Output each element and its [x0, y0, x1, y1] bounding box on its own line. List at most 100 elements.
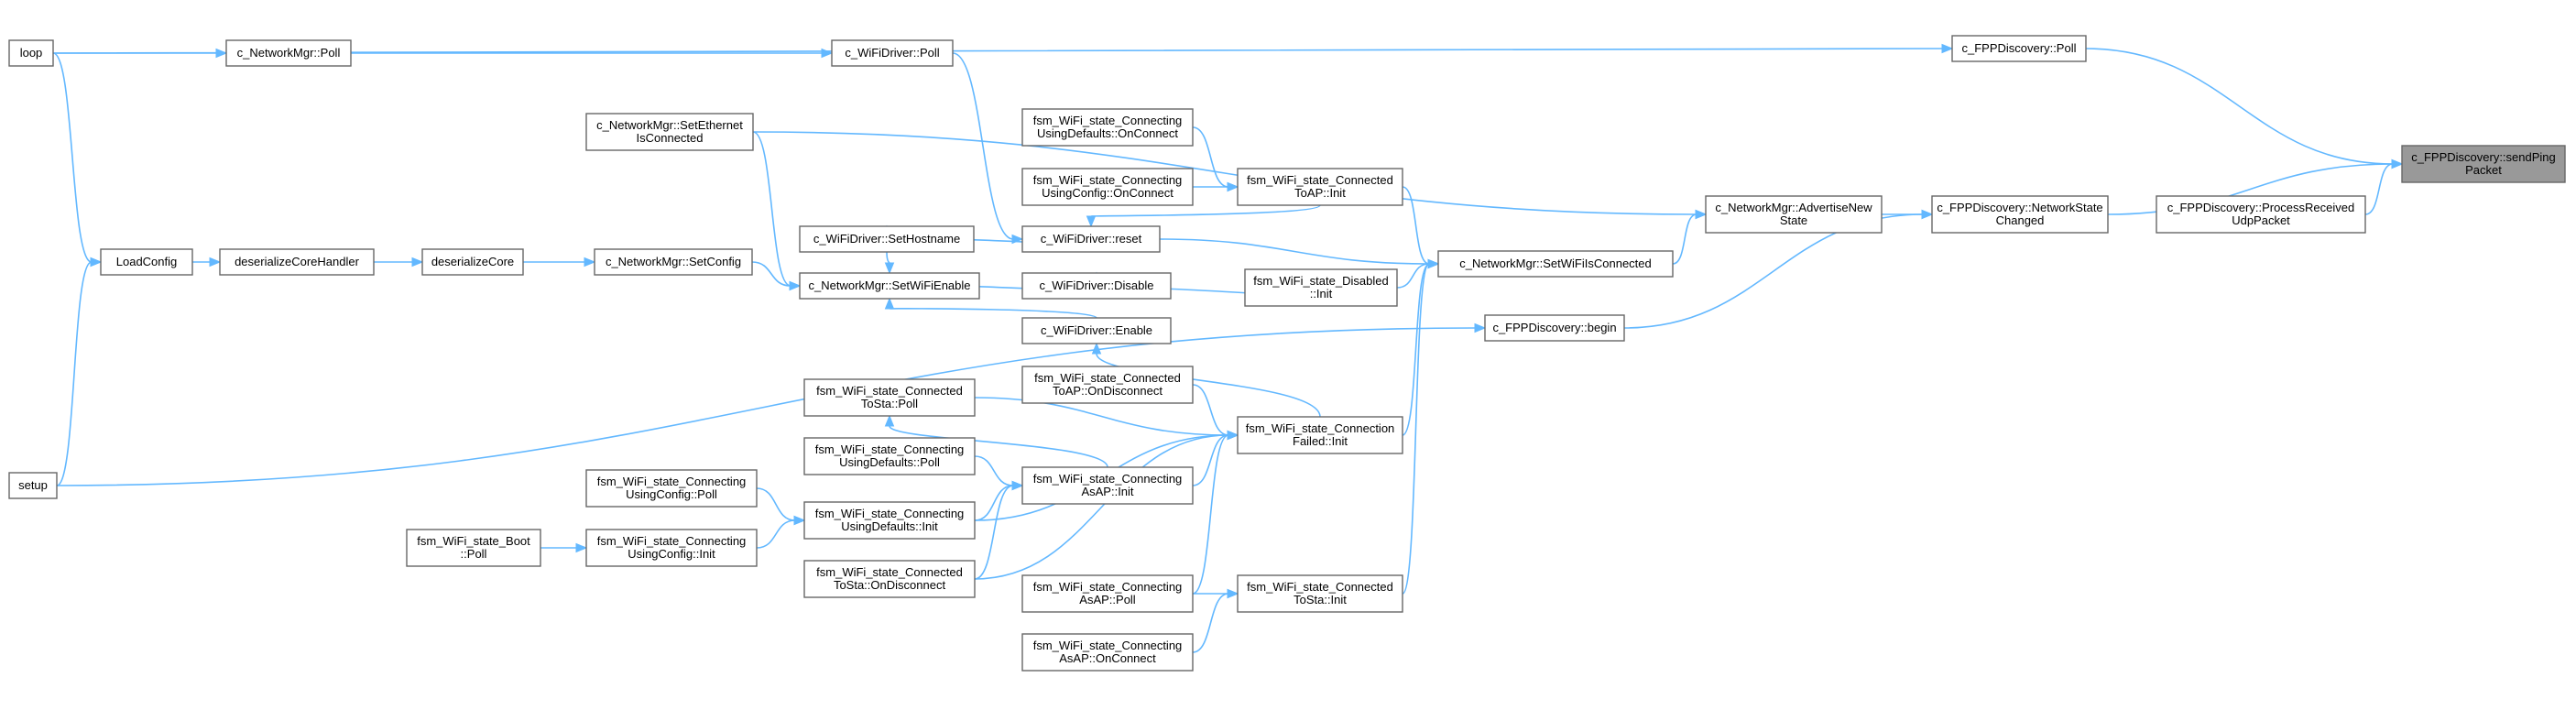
node-box [799, 225, 975, 253]
edge-line [2085, 48, 2394, 165]
node-wifiDisable[interactable]: c_WiFiDriver::Disable [1021, 272, 1172, 300]
node-box [1021, 225, 1161, 253]
edge-line [974, 455, 1014, 486]
edge-line [52, 52, 93, 263]
node-loadConfig[interactable]: LoadConfig [100, 248, 193, 276]
node-fppBegin[interactable]: c_FPPDiscovery::begin [1484, 314, 1625, 342]
node-box [1021, 272, 1172, 300]
node-box [406, 529, 541, 567]
node-connectedToAPOnDisconnect[interactable]: fsm_WiFi_state_ConnectedToAP::OnDisconne… [1021, 366, 1194, 404]
node-label: Changed [1996, 213, 2045, 227]
node-box [1021, 168, 1194, 206]
node-label: UsingConfig::Poll [626, 487, 717, 501]
node-label: fsm_WiFi_state_Connected [1247, 580, 1393, 594]
node-box [225, 39, 352, 67]
node-usingConfigOnConnect[interactable]: fsm_WiFi_state_ConnectingUsingConfig::On… [1021, 168, 1194, 206]
edge-connectedToStaOnDisconnect-to-connectionFailedInit [974, 430, 1239, 580]
arrowhead-icon [821, 48, 834, 59]
node-usingConfigPoll[interactable]: fsm_WiFi_state_ConnectingUsingConfig::Po… [585, 469, 758, 508]
node-label: c_FPPDiscovery::ProcessReceived [2167, 201, 2354, 214]
edge-connectionFailedInit-to-setWiFiIsConnected [1402, 258, 1440, 436]
arrowhead-icon [1227, 430, 1239, 441]
edge-connectionFailedInit-to-wifiEnable [1091, 342, 1321, 418]
node-box [1021, 574, 1194, 613]
node-usingDefaultsInit[interactable]: fsm_WiFi_state_ConnectingUsingDefaults::… [803, 501, 976, 540]
node-wifiReset[interactable]: c_WiFiDriver::reset [1021, 225, 1161, 253]
node-label: ToSta::OnDisconnect [834, 578, 946, 592]
node-label: Failed::Init [1293, 434, 1348, 448]
node-connectedToStaOnDisconnect[interactable]: fsm_WiFi_state_ConnectedToSta::OnDisconn… [803, 560, 976, 598]
node-label: IsConnected [637, 131, 704, 145]
edge-bootPoll-to-usingConfigInit [540, 542, 588, 553]
node-box [585, 113, 754, 151]
arrowhead-icon [884, 297, 895, 310]
node-label: fsm_WiFi_state_Boot [417, 534, 530, 548]
edge-usingConfigInit-to-usingDefaultsInit [756, 515, 806, 549]
edge-line [1192, 434, 1229, 486]
node-usingDefaultsOnConnect[interactable]: fsm_WiFi_state_ConnectingUsingDefaults::… [1021, 108, 1194, 147]
node-label: ToSta::Init [1293, 593, 1347, 606]
node-label: UsingDefaults::Poll [839, 455, 940, 469]
node-label: UdpPacket [2232, 213, 2290, 227]
node-label: deserializeCore [431, 255, 514, 268]
node-label: ToAP::Init [1294, 186, 1346, 200]
node-box [1437, 250, 1674, 278]
node-label: ToAP::OnDisconnect [1053, 384, 1162, 398]
node-setup[interactable]: setup [8, 472, 58, 499]
node-setWiFiIsConnected[interactable]: c_NetworkMgr::SetWiFiIsConnected [1437, 250, 1674, 278]
node-label: fsm_WiFi_state_Connecting [1033, 580, 1183, 594]
node-box [803, 437, 976, 475]
node-loop[interactable]: loop [8, 39, 54, 67]
node-box [1705, 195, 1883, 234]
node-label: fsm_WiFi_state_Disabled [1253, 274, 1388, 288]
node-label: c_WiFiDriver::Poll [845, 46, 939, 60]
node-deserializeCoreHandler[interactable]: deserializeCoreHandler [219, 248, 375, 276]
edge-wifiReset-to-setWiFiIsConnected [1159, 238, 1440, 269]
edge-line [1672, 213, 1697, 265]
edge-line [751, 261, 791, 287]
node-deserializeCore[interactable]: deserializeCore [421, 248, 524, 276]
node-usingDefaultsPoll[interactable]: fsm_WiFi_state_ConnectingUsingDefaults::… [803, 437, 976, 475]
node-setWiFiEnable[interactable]: c_NetworkMgr::SetWiFiEnable [799, 272, 980, 300]
node-box [100, 248, 193, 276]
node-usingConfigInit[interactable]: fsm_WiFi_state_ConnectingUsingConfig::In… [585, 529, 758, 567]
arrowhead-icon [575, 542, 588, 553]
edge-line [889, 308, 1097, 319]
node-label: Packet [2465, 163, 2502, 177]
node-label: fsm_WiFi_state_Connected [1247, 173, 1393, 187]
arrowhead-icon [793, 515, 806, 526]
node-label: loop [20, 46, 43, 60]
edge-line [752, 131, 1697, 215]
edge-setup-to-loadConfig [56, 257, 103, 486]
node-netPoll[interactable]: c_NetworkMgr::Poll [225, 39, 352, 67]
node-box [1021, 366, 1194, 404]
node-netSetConfig[interactable]: c_NetworkMgr::SetConfig [594, 248, 753, 276]
node-box [1021, 108, 1194, 147]
arrowhead-icon [2391, 158, 2404, 169]
node-disabledInit[interactable]: fsm_WiFi_state_Disabled::Init [1244, 268, 1398, 307]
edge-line [1159, 238, 1430, 265]
node-bootPoll[interactable]: fsm_WiFi_state_Boot::Poll [406, 529, 541, 567]
edge-line [1192, 384, 1229, 436]
node-wifiEnable[interactable]: c_WiFiDriver::Enable [1021, 317, 1172, 344]
edge-line [2364, 163, 2394, 215]
node-setHostname[interactable]: c_WiFiDriver::SetHostname [799, 225, 975, 253]
node-fppPoll[interactable]: c_FPPDiscovery::Poll [1951, 35, 2087, 62]
node-wifiDriverPoll[interactable]: c_WiFiDriver::Poll [831, 39, 954, 67]
edge-line [1396, 263, 1430, 289]
edge-loop-to-loadConfig [52, 52, 103, 268]
arrowhead-icon [1695, 209, 1708, 220]
